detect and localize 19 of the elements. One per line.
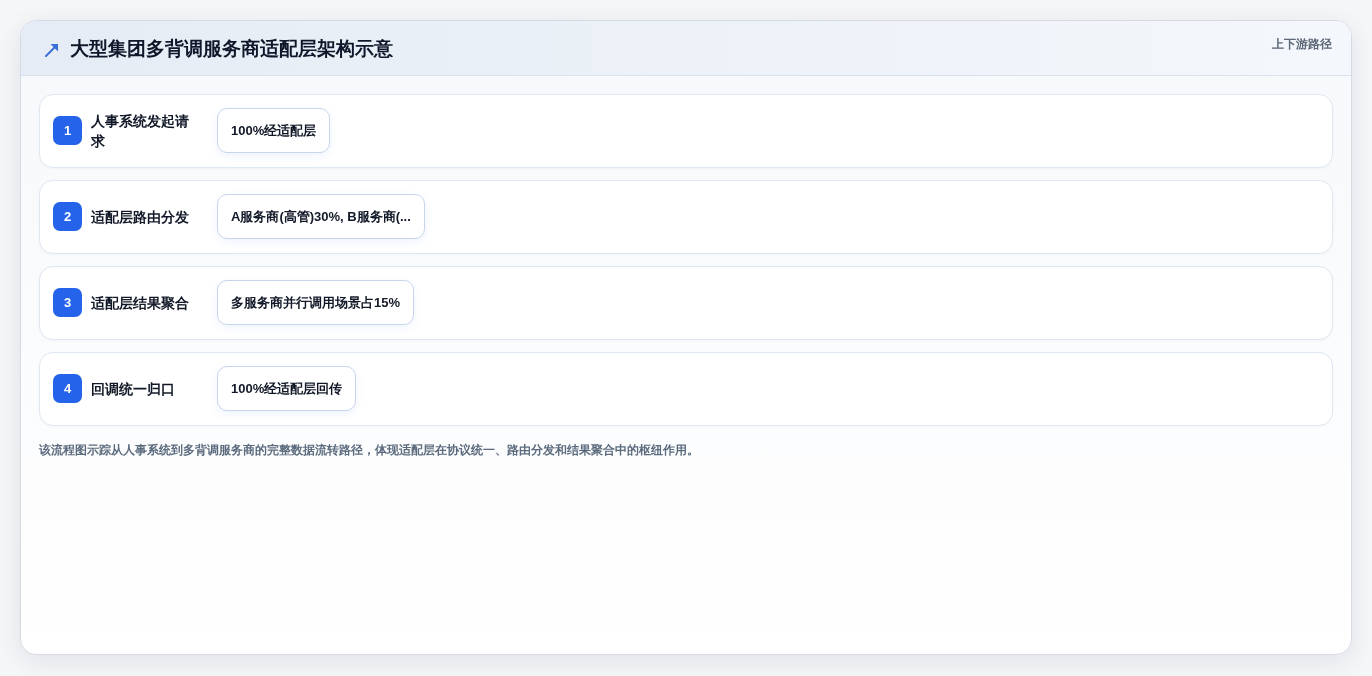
stat-tag: 100%经适配层回传: [217, 366, 357, 411]
title: 大型集团多背调服务商适配层架构示意: [70, 37, 393, 61]
step-card: [39, 266, 1333, 340]
header-note: 上下游路径: [1272, 36, 1332, 52]
step-card: [39, 352, 1333, 426]
caption: 该流程图示踪从人事系统到多背调服务商的完整数据流转路径，体现适配层在协议统一、路由分发和结果聚合中的枢纽作用。: [39, 442, 699, 458]
step-title: 人事系统发起请求: [91, 112, 190, 151]
step-title: 适配层路由分发: [91, 208, 190, 227]
stat-tag: 100%经适配层: [217, 108, 331, 153]
step-card: [39, 180, 1333, 254]
step-card: [39, 94, 1333, 168]
stat-tag: 多服务商并行调用场景占15%: [217, 280, 415, 325]
stat-tag: A服务商(高管)30%, B服务商(...: [217, 194, 425, 239]
step-title: 回调统一归口: [91, 380, 176, 399]
number-badge: 3: [53, 288, 82, 317]
number-badge: 4: [53, 374, 82, 403]
number-badge: 2: [53, 202, 82, 231]
number-badge: 1: [53, 116, 82, 145]
step-title: 适配层结果聚合: [91, 294, 190, 313]
